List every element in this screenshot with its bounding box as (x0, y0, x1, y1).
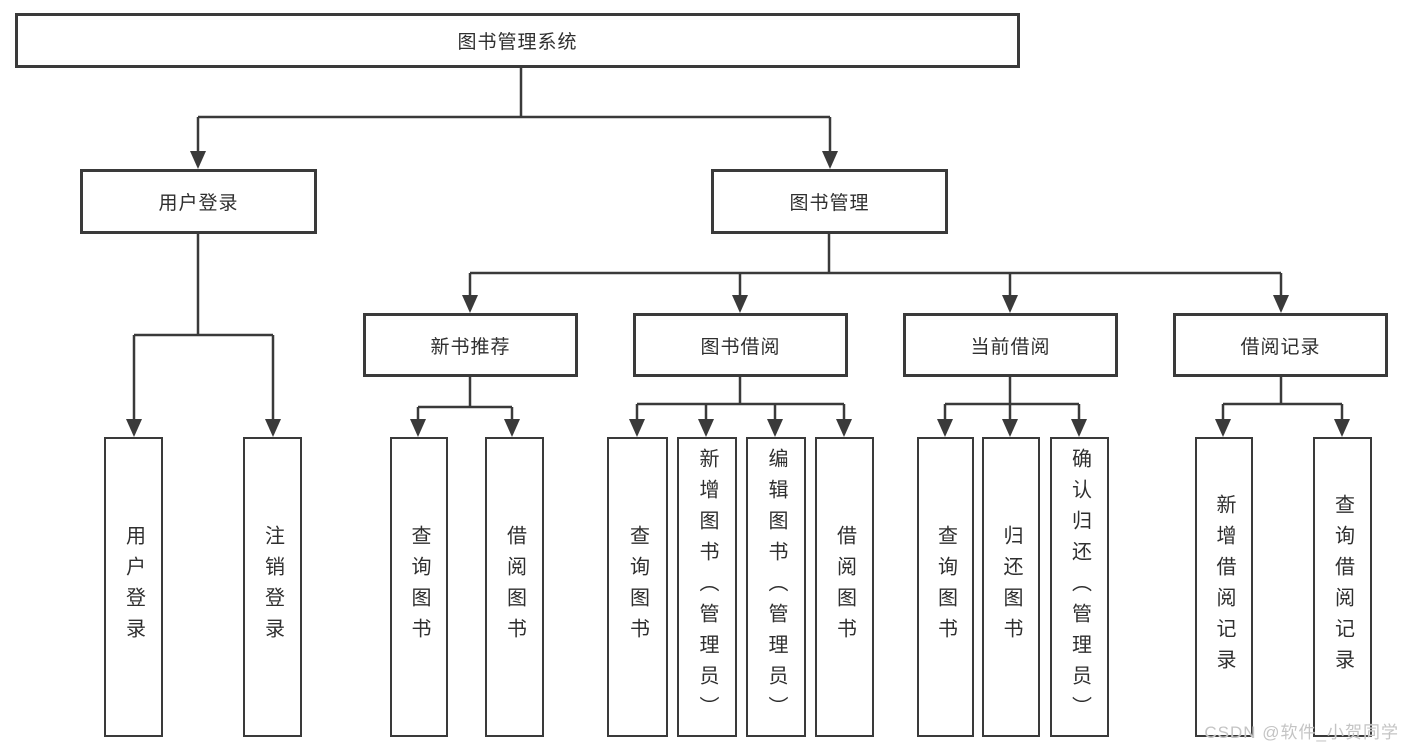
leaf-borrow-books-borrowing-label: 借阅图书 (833, 525, 856, 649)
node-new-book-recommend-label: 新书推荐 (430, 336, 511, 358)
leaf-query-borrow-record: 查询借阅记录 (1313, 437, 1372, 737)
node-book-management: 图书管理 (711, 169, 948, 234)
node-book-borrowing-label: 图书借阅 (700, 336, 781, 358)
leaf-return-books: 归还图书 (982, 437, 1040, 737)
node-borrowing-records-label: 借阅记录 (1240, 336, 1321, 358)
node-user-login-label: 用户登录 (158, 193, 239, 214)
leaf-confirm-return-admin: 确认归还（管理员） (1050, 437, 1109, 737)
leaf-add-borrow-record-label: 新增借阅记录 (1213, 494, 1235, 680)
node-book-management-label: 图书管理 (789, 193, 870, 214)
node-book-borrowing: 图书借阅 (633, 313, 848, 377)
leaf-borrow-books-borrowing: 借阅图书 (815, 437, 874, 737)
node-current-borrowing: 当前借阅 (903, 313, 1118, 377)
leaf-logout: 注销登录 (243, 437, 302, 737)
leaf-user-login: 用户登录 (104, 437, 163, 737)
leaf-borrow-books-recommend-label: 借阅图书 (503, 525, 526, 649)
leaf-edit-books-admin-label: 编辑图书（管理员） (765, 447, 787, 727)
node-borrowing-records: 借阅记录 (1173, 313, 1388, 377)
node-new-book-recommend: 新书推荐 (363, 313, 578, 377)
leaf-borrow-books-recommend: 借阅图书 (485, 437, 544, 737)
leaf-add-borrow-record: 新增借阅记录 (1195, 437, 1253, 737)
csdn-watermark: CSDN @软件_小贺同学 (1204, 723, 1399, 742)
node-user-login: 用户登录 (80, 169, 317, 234)
leaf-query-books-current-label: 查询图书 (934, 525, 957, 649)
leaf-query-books-recommend-label: 查询图书 (408, 525, 430, 649)
leaf-query-books-recommend: 查询图书 (390, 437, 448, 737)
node-current-borrowing-label: 当前借阅 (970, 336, 1051, 358)
leaf-query-books-current: 查询图书 (917, 437, 974, 737)
node-root-system: 图书管理系统 (15, 13, 1020, 68)
leaf-query-borrow-record-label: 查询借阅记录 (1331, 494, 1354, 680)
leaf-edit-books-admin: 编辑图书（管理员） (746, 437, 806, 737)
leaf-query-books-borrowing: 查询图书 (607, 437, 668, 737)
leaf-add-books-admin: 新增图书（管理员） (677, 437, 737, 737)
leaf-logout-label: 注销登录 (261, 525, 284, 649)
leaf-add-books-admin-label: 新增图书（管理员） (696, 447, 718, 727)
leaf-user-login-label: 用户登录 (122, 525, 145, 649)
arrowheads (126, 151, 1350, 437)
leaf-confirm-return-admin-label: 确认归还（管理员） (1068, 447, 1091, 727)
leaf-query-books-borrowing-label: 查询图书 (626, 525, 649, 649)
leaf-return-books-label: 归还图书 (1000, 525, 1022, 649)
node-root-system-label: 图书管理系统 (457, 32, 578, 53)
